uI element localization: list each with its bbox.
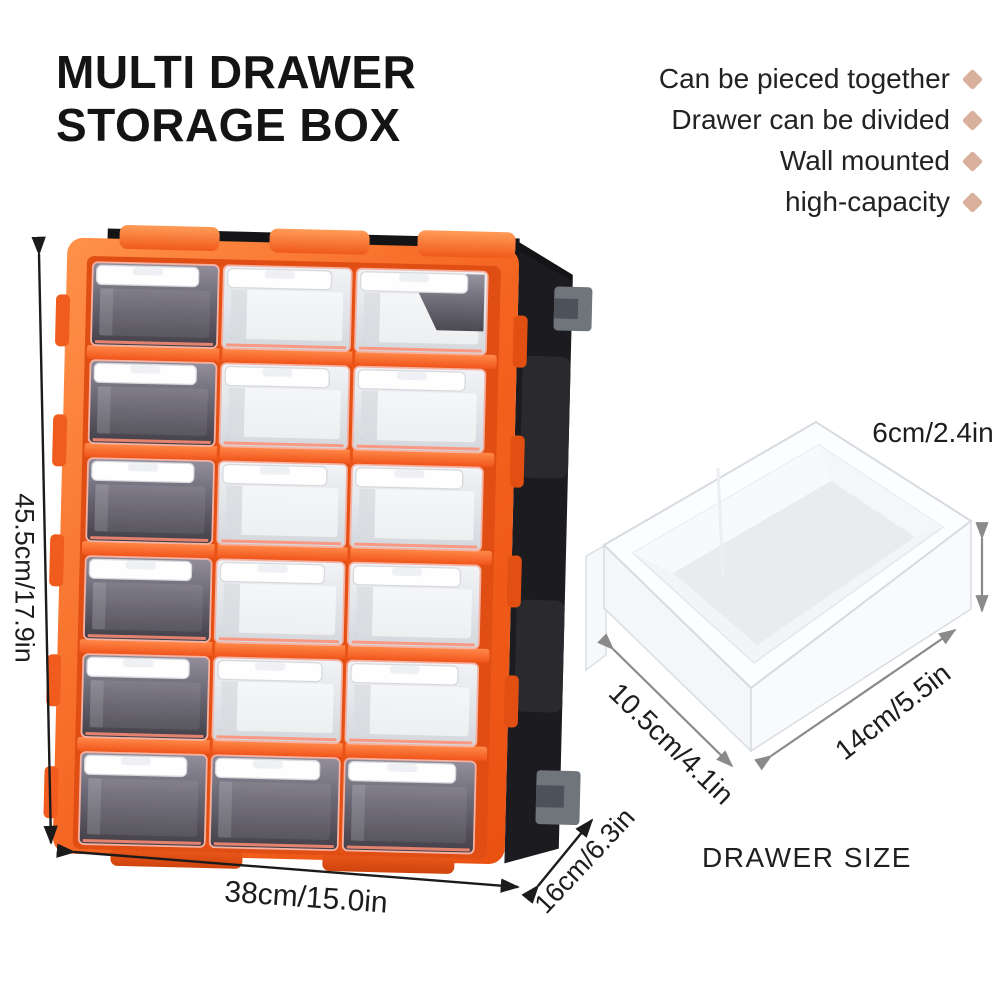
interlock-tabs-top: [119, 224, 516, 259]
drawer-cell: [213, 558, 346, 647]
drawer-cell: [351, 365, 487, 454]
drawer-cell: [208, 754, 341, 852]
drawer-size-caption: DRAWER SIZE: [702, 842, 912, 873]
page-title: MULTI DRAWER STORAGE BOX: [56, 46, 416, 152]
diamond-icon: [961, 191, 984, 213]
interlock-bumps-right: [503, 315, 528, 728]
feature-item: Drawer can be divided: [671, 104, 984, 135]
tray-width-arrow: [597, 633, 734, 768]
drawer-cell: [77, 751, 208, 848]
title-line-2: STORAGE BOX: [56, 99, 401, 151]
drawer-cell: [341, 757, 477, 855]
feature-item: Can be pieced together: [658, 63, 984, 94]
feature-label: high-capacity: [785, 186, 950, 217]
drawer-cell: [90, 261, 220, 349]
drawer-cell: [344, 659, 480, 748]
drawer-cell: [211, 656, 344, 745]
drawer-cell: [354, 267, 489, 356]
drawer-cell: [221, 264, 353, 353]
drawer-cell: [218, 362, 351, 451]
tray-depth-arrow: [754, 629, 957, 771]
feature-list: Can be pieced together Drawer can be div…: [658, 63, 984, 217]
feature-label: Can be pieced together: [658, 63, 950, 94]
drawer-cell: [216, 460, 348, 549]
feature-item: Wall mounted: [779, 145, 984, 176]
drawer-grid: [77, 261, 497, 855]
drawer-cell: [349, 463, 484, 552]
storage-cabinet: [43, 224, 593, 874]
tray-front-flange: [585, 543, 607, 672]
feature-label: Wall mounted: [779, 145, 950, 176]
cabinet-height-label: 45.5cm/17.9in: [9, 493, 40, 663]
width-dimension-arrow: [56, 843, 520, 893]
drawer-cell: [82, 555, 213, 643]
drawer-cell: [346, 561, 482, 650]
diamond-icon: [961, 150, 984, 172]
title-line-1: MULTI DRAWER: [56, 46, 417, 98]
drawer-cell: [85, 457, 215, 545]
tray-height-label: 6cm/2.4in: [872, 417, 994, 448]
mount-clip-bottom: [535, 770, 581, 826]
feature-label: Drawer can be divided: [671, 104, 950, 135]
drawer-cell: [80, 653, 211, 741]
tray-floor: [673, 481, 915, 645]
height-dimension-arrow: [31, 236, 58, 845]
drawer-cell: [87, 359, 218, 447]
diamond-icon: [961, 68, 984, 90]
feature-item: high-capacity: [785, 186, 984, 217]
diamond-icon: [961, 109, 984, 131]
mount-clip-top: [553, 286, 593, 332]
depth-dimension-arrow: [521, 818, 594, 904]
